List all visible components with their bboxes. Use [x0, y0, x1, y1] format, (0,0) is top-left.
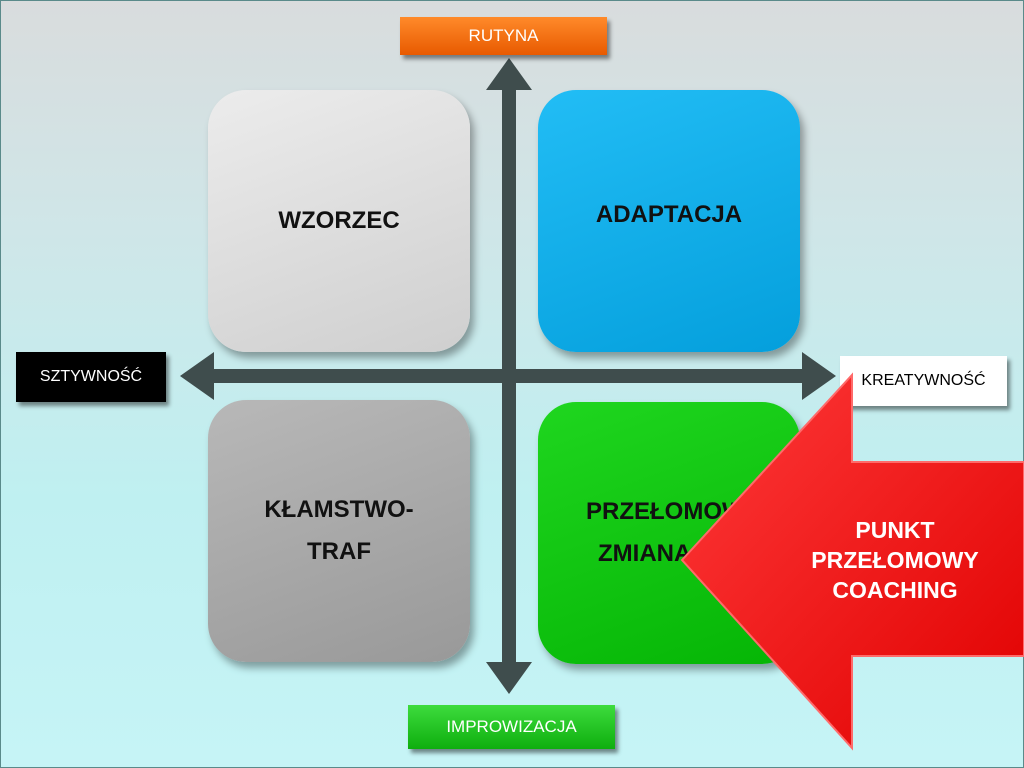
quadrant-wzorzec: WZORZEC — [208, 90, 470, 352]
callout-line1: PUNKT — [855, 517, 935, 543]
callout-text: PUNKT PRZEŁOMOWY COACHING — [790, 515, 1000, 605]
callout-line3: COACHING — [832, 577, 958, 603]
axis-label-rutyna: RUTYNA — [400, 17, 607, 55]
axis-label-sztywnosc: SZTYWNOŚĆ — [16, 352, 166, 402]
quadrant-przelomowa-line2: ZMIANA — [598, 540, 692, 567]
quadrant-klamstwo-traf: KŁAMSTWO- TRAF — [208, 400, 470, 662]
quadrant-wzorzec-label: WZORZEC — [278, 207, 400, 234]
axis-label-kreatywnosc: KREATYWNOŚĆ — [840, 356, 1007, 406]
quadrant-adaptacja-label: ADAPTACJA — [595, 201, 743, 228]
quadrant-klamstwo-line1: KŁAMSTWO- — [264, 496, 414, 523]
quadrant-adaptacja: ADAPTACJA — [538, 90, 800, 352]
axis-label-improwizacja: IMPROWIZACJA — [408, 705, 615, 749]
quadrant-klamstwo-line2: TRAF — [307, 538, 371, 565]
callout-line2: PRZEŁOMOWY — [811, 547, 979, 573]
